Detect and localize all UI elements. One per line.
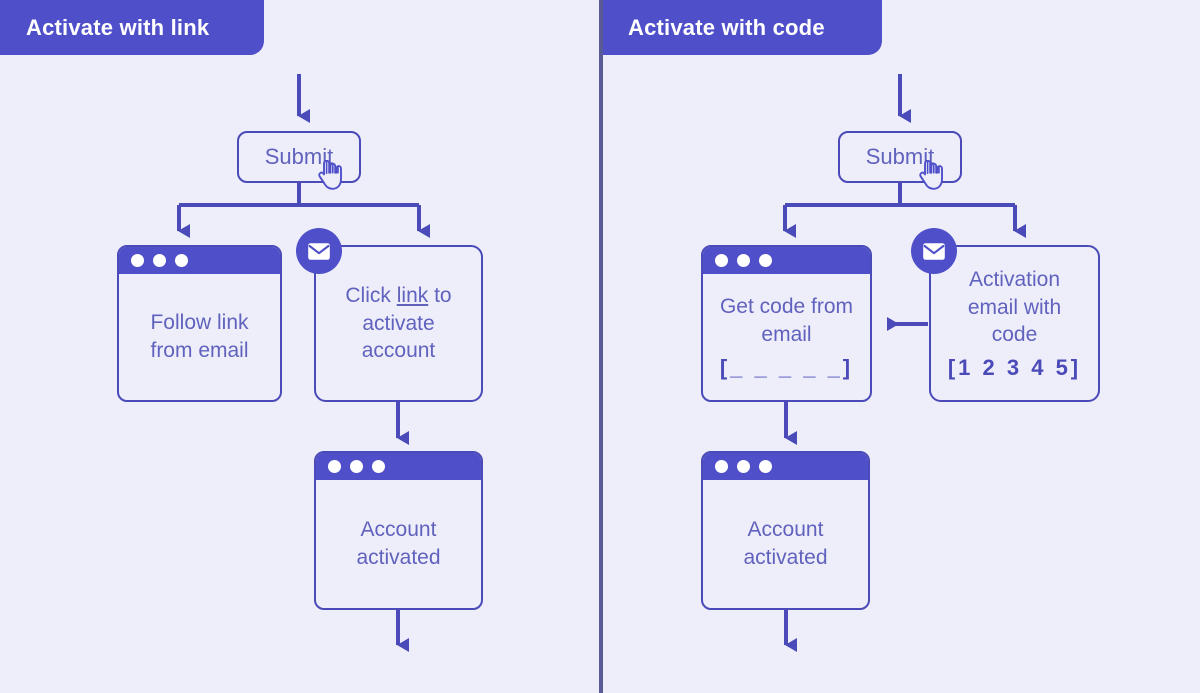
window-body: Get code from email [_ _ _ _ _]	[703, 274, 870, 400]
follow-link-text: Follow link from email	[150, 309, 248, 365]
click-link-line1: Click link to	[345, 282, 451, 310]
left-submit-label: Submit	[264, 144, 334, 169]
window-body: Account activated	[316, 480, 481, 608]
tab-activate-with-code[interactable]: Activate with code	[600, 0, 882, 55]
window-body: Follow link from email	[119, 274, 280, 400]
window-titlebar	[119, 247, 280, 274]
click-link-line3: account	[361, 339, 436, 363]
right-submit-label: Submit	[865, 144, 935, 169]
window-account-activated-right[interactable]: Account activated	[701, 451, 870, 610]
window-titlebar	[316, 453, 481, 480]
window-dot-minimize	[737, 460, 750, 473]
card-activation-email[interactable]: Activation email with code [1 2 3 4 5]	[929, 245, 1100, 402]
get-code-line1: Get code from	[719, 295, 854, 319]
get-code-line2: email	[761, 323, 812, 346]
click-link-post: to	[428, 283, 452, 307]
window-follow-link[interactable]: Follow link from email	[117, 245, 282, 402]
account-activated-line1: Account	[747, 518, 824, 542]
code-input-placeholder[interactable]: [_ _ _ _ _]	[719, 354, 854, 380]
window-dot-close	[715, 254, 728, 267]
right-submit-button[interactable]: Submit	[838, 131, 962, 183]
envelope-icon	[296, 228, 342, 274]
window-dot-maximize	[759, 254, 772, 267]
follow-link-line2: from email	[150, 339, 249, 362]
panel-divider	[599, 0, 603, 693]
click-link-text: Click link to activate account	[345, 282, 451, 366]
window-dot-close	[328, 460, 341, 473]
window-body: Account activated	[703, 480, 868, 608]
window-dot-maximize	[175, 254, 188, 267]
window-dot-close	[131, 254, 144, 267]
account-activated-line2: activated	[743, 546, 828, 569]
envelope-icon	[911, 228, 957, 274]
window-dot-maximize	[372, 460, 385, 473]
left-submit-button[interactable]: Submit	[237, 131, 361, 183]
tab-activate-with-code-label: Activate with code	[628, 14, 825, 40]
envelope-glyph	[308, 242, 330, 260]
window-titlebar	[703, 453, 868, 480]
click-link-pre: Click	[345, 283, 397, 307]
activation-email-line1: Activation	[968, 267, 1061, 291]
window-titlebar	[703, 247, 870, 274]
account-activated-text: Account activated	[743, 516, 827, 572]
account-activated-text: Account activated	[356, 516, 440, 572]
click-link-anchor[interactable]: link	[396, 283, 429, 307]
tab-activate-with-link[interactable]: Activate with link	[0, 0, 264, 55]
window-account-activated-left[interactable]: Account activated	[314, 451, 483, 610]
get-code-text: Get code from email	[720, 293, 853, 349]
activation-code-value: [1 2 3 4 5]	[947, 355, 1082, 381]
activation-email-line2: email with	[967, 295, 1062, 319]
window-dot-minimize	[737, 254, 750, 267]
window-get-code[interactable]: Get code from email [_ _ _ _ _]	[701, 245, 872, 402]
activation-email-line3: code	[991, 323, 1038, 347]
window-dot-close	[715, 460, 728, 473]
window-dot-minimize	[350, 460, 363, 473]
account-activated-line1: Account	[360, 518, 437, 542]
activation-email-text: Activation email with code	[968, 266, 1061, 350]
account-activated-line2: activated	[356, 546, 441, 569]
envelope-glyph	[923, 242, 945, 260]
click-link-line2: activate	[362, 311, 435, 335]
tab-activate-with-link-label: Activate with link	[26, 14, 210, 40]
follow-link-line1: Follow link	[150, 311, 249, 335]
card-click-link[interactable]: Click link to activate account	[314, 245, 483, 402]
window-dot-maximize	[759, 460, 772, 473]
window-dot-minimize	[153, 254, 166, 267]
